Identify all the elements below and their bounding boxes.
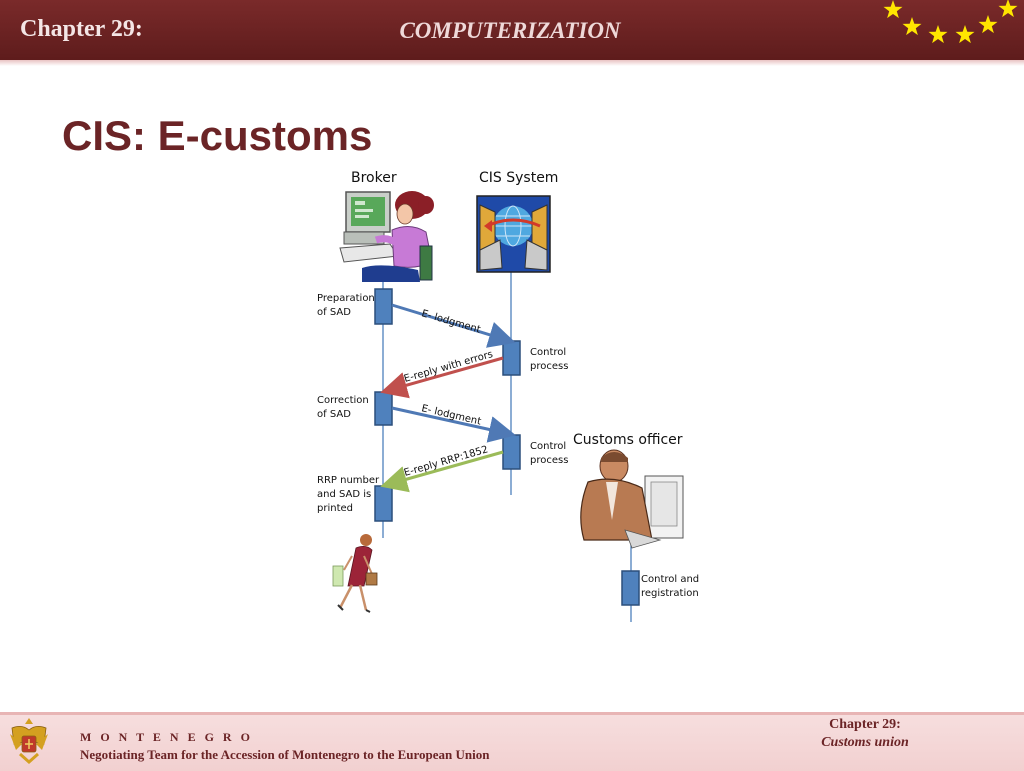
cis-system-clipart-icon xyxy=(476,195,551,273)
activation-box-correction xyxy=(374,391,393,426)
actor-system-label: CIS System xyxy=(479,170,559,186)
arrow-lodgment-1 xyxy=(391,303,516,348)
shopper-clipart-icon xyxy=(332,534,378,613)
step-preparation-label: Preparation of SAD xyxy=(317,293,375,318)
message-lodgment-2: E- lodgment xyxy=(420,403,482,427)
step-control-2-label: Control process xyxy=(530,441,569,466)
broker-clipart-icon xyxy=(339,191,434,282)
arrow-reply-errors xyxy=(380,356,504,399)
step-correction-label: Correction of SAD xyxy=(317,395,369,420)
activation-box-preparation xyxy=(374,288,393,325)
footer-country: M O N T E N E G R O xyxy=(80,730,253,744)
step-control-1-label: Control process xyxy=(530,347,569,372)
header-topic: COMPUTERIZATION xyxy=(399,18,621,43)
message-lodgment-1: E- lodgment xyxy=(420,308,482,335)
montenegro-coat-of-arms-icon xyxy=(10,718,48,765)
footer-chapter: Chapter 29: xyxy=(829,717,901,732)
activation-box-control-1 xyxy=(502,340,521,376)
header-chapter: Chapter 29: xyxy=(20,16,143,42)
footer-team: Negotiating Team for the Accession of Mo… xyxy=(80,747,490,762)
actor-officer-label: Customs officer xyxy=(573,432,683,448)
step-printed-label: RRP number and SAD is printed xyxy=(317,475,380,514)
message-reply-rrp: E-reply RRP:1852 xyxy=(403,444,490,479)
message-reply-errors: E-reply with errors xyxy=(403,349,494,385)
activation-box-control-2 xyxy=(502,434,521,470)
footer-subtitle: Customs union xyxy=(821,735,909,750)
arrow-lodgment-2 xyxy=(391,406,516,443)
slide-title: CIS: E-customs xyxy=(62,112,373,159)
step-registration-label: Control and registration xyxy=(641,574,700,599)
header-bar xyxy=(0,0,1024,66)
customs-officer-clipart-icon xyxy=(580,449,684,549)
actor-broker-label: Broker xyxy=(351,170,397,186)
header-shadow xyxy=(0,60,1024,66)
activation-box-registration xyxy=(621,570,640,606)
footer-bar xyxy=(0,712,1024,771)
arrow-reply-rrp xyxy=(380,450,504,493)
